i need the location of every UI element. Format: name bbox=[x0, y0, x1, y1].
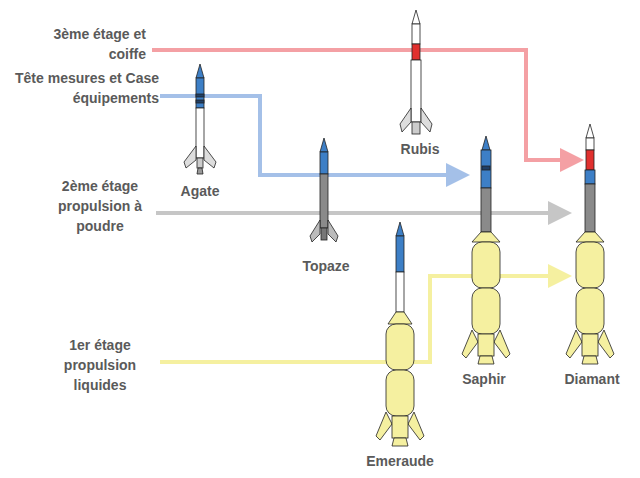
agate-rocket bbox=[184, 64, 216, 174]
stage-label: Tête mesures et Case équipements bbox=[3, 68, 159, 108]
stage-arrow bbox=[152, 50, 572, 160]
rubis-rocket bbox=[400, 10, 432, 134]
rocket-name: Agate bbox=[160, 181, 240, 201]
stage-arrow bbox=[156, 211, 560, 215]
rocket-name: Topaze bbox=[286, 256, 366, 276]
saphir-rocket bbox=[462, 136, 510, 364]
rocket-name: Emeraude bbox=[350, 451, 450, 471]
emeraude-rocket bbox=[376, 222, 424, 446]
stage-arrow bbox=[160, 276, 560, 362]
rocket-name: Saphir bbox=[444, 369, 524, 389]
stage-label: 1er étage propulsion liquides bbox=[40, 335, 160, 395]
stage-label: 2ème étage propulsion à poudre bbox=[40, 176, 160, 236]
stage-label: 3ème étage et coiffe bbox=[16, 24, 146, 64]
diamant-rocket bbox=[566, 124, 614, 364]
rocket-name: Rubis bbox=[380, 139, 460, 159]
rocket-name: Diamant bbox=[552, 369, 632, 389]
topaze-rocket bbox=[310, 138, 338, 242]
